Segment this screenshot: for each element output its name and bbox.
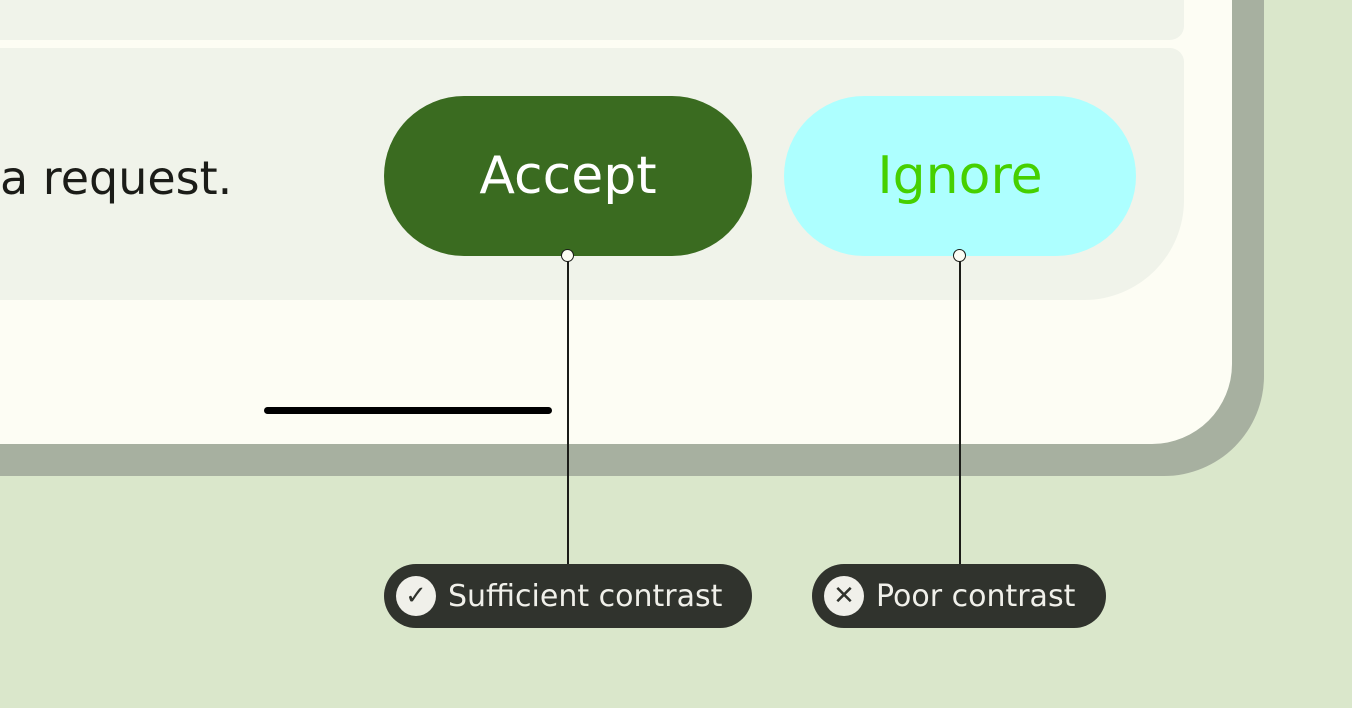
- request-message: a request.: [0, 151, 233, 205]
- poor-contrast-label: ✕ Poor contrast: [812, 564, 1106, 628]
- annotation-dot-accept: [561, 249, 574, 262]
- card-top: [0, 0, 1184, 40]
- annotation-text: Sufficient contrast: [448, 578, 723, 614]
- annotation-text: Poor contrast: [876, 578, 1076, 614]
- gesture-handle[interactable]: [264, 407, 552, 414]
- x-circle-icon: ✕: [824, 576, 864, 616]
- ignore-button[interactable]: Ignore: [784, 96, 1136, 256]
- annotation-line-ignore: [959, 256, 961, 564]
- accept-button[interactable]: Accept: [384, 96, 752, 256]
- annotation-line-accept: [567, 256, 569, 564]
- annotation-dot-ignore: [953, 249, 966, 262]
- sufficient-contrast-label: ✓ Sufficient contrast: [384, 564, 752, 628]
- check-circle-icon: ✓: [396, 576, 436, 616]
